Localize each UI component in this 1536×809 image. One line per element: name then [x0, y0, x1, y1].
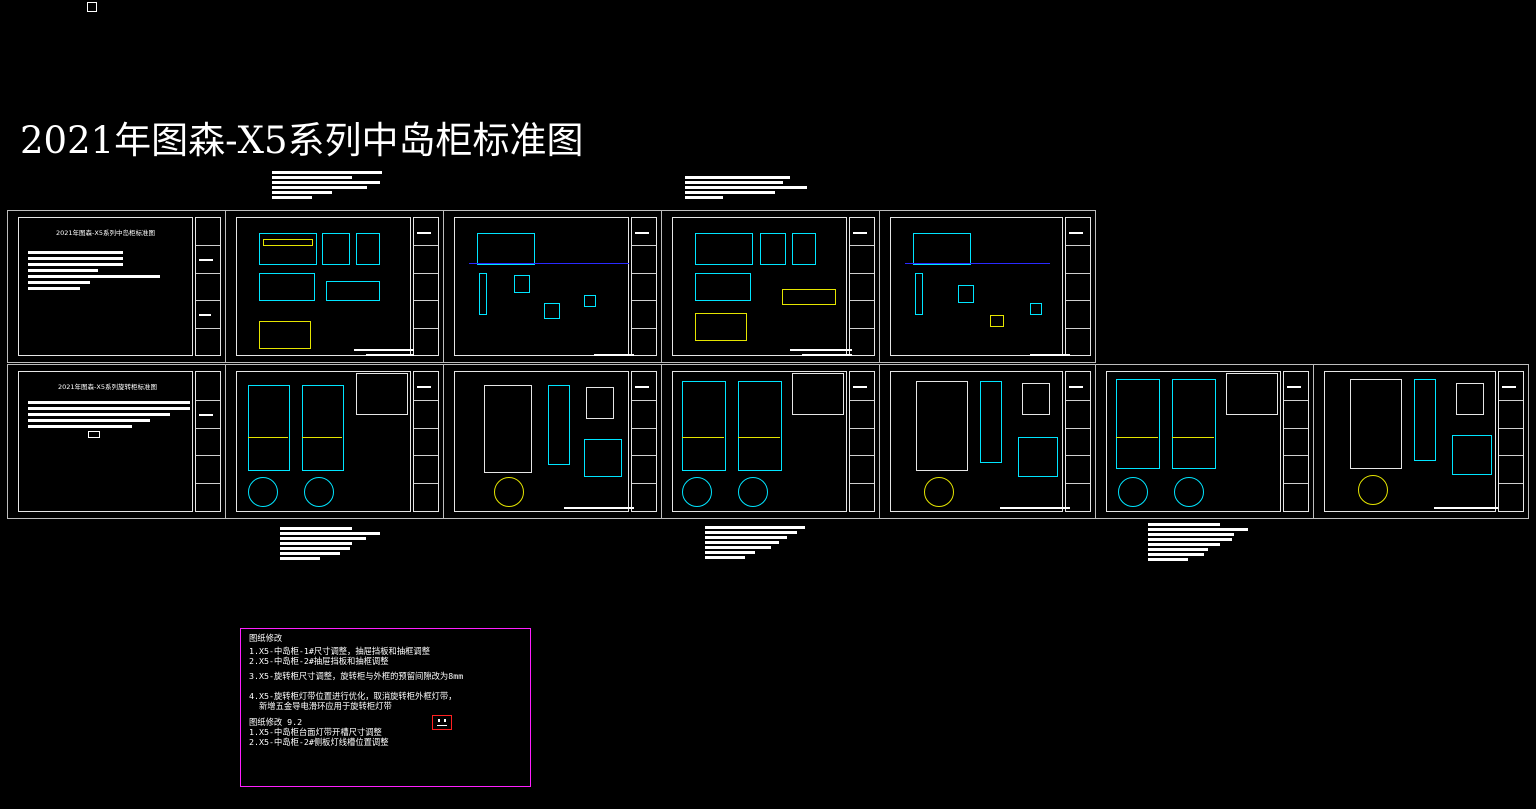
drawing-sheet[interactable] [443, 364, 662, 519]
text-block-bottom-left [280, 527, 384, 563]
text-block-top-left [272, 171, 384, 201]
drawing-sheet[interactable] [879, 364, 1096, 519]
note-item: 4.X5-旋转柜灯带位置进行优化，取消旋转柜外框灯带， [249, 690, 457, 701]
notes-heading: 图纸修改 9.2 [249, 716, 303, 727]
drawing-title: 2021年图森-X5系列中岛柜标准图 [20, 119, 584, 162]
drawing-sheet[interactable] [443, 210, 662, 363]
drawing-sheet[interactable] [225, 210, 444, 363]
drawing-sheet[interactable] [1095, 364, 1314, 519]
sheet-title: 2021年图森-X5系列旋转柜标准图 [58, 383, 157, 391]
revision-notes[interactable]: 图纸修改 1.X5-中岛柜-1#尺寸调整，抽屉挡板和抽框调整 2.X5-中岛柜-… [240, 628, 531, 787]
drawing-sheet[interactable] [225, 364, 444, 519]
notes-heading: 图纸修改 [249, 633, 283, 643]
sheet-title: 2021年图森-X5系列中岛柜标准图 [56, 229, 155, 237]
drawing-sheet[interactable]: 2021年图森-X5系列旋转柜标准图 [7, 364, 226, 519]
ucs-icon [87, 2, 97, 12]
note-item: 1.X5-中岛柜台面灯带开槽尺寸调整 [249, 726, 382, 737]
text-block-bottom-right [1148, 523, 1252, 561]
text-block-bottom-mid [705, 526, 809, 562]
note-item: 2.X5-中岛柜-2#抽屉挡板和抽框调整 [249, 655, 389, 666]
drawing-sheet[interactable]: 2021年图森-X5系列中岛柜标准图 [7, 210, 226, 363]
drawing-sheet[interactable] [661, 364, 880, 519]
drawing-sheet[interactable] [661, 210, 880, 363]
note-item: 2.X5-中岛柜-2#侧板灯线槽位置调整 [249, 736, 389, 747]
note-item: 1.X5-中岛柜-1#尺寸调整，抽屉挡板和抽框调整 [249, 645, 431, 656]
note-item: 新增五金导电滑环应用于旋转柜灯带 [259, 700, 392, 711]
text-block-top-mid [685, 176, 810, 202]
block-marker-icon[interactable] [432, 715, 452, 730]
drawing-sheet[interactable] [879, 210, 1096, 363]
note-item: 3.X5-旋转柜尺寸调整，旋转柜与外框的预留间隙改为8mm [249, 670, 464, 681]
drawing-sheet[interactable] [1313, 364, 1529, 519]
